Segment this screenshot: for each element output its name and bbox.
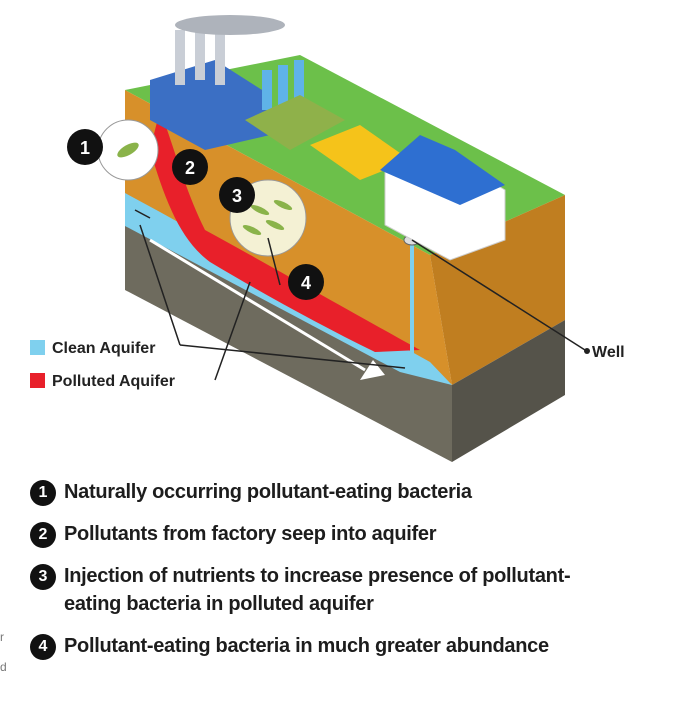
legend-label-polluted: Polluted Aquifer	[52, 373, 175, 390]
svg-text:3: 3	[232, 186, 242, 206]
houses	[380, 135, 506, 261]
edge-text-fragment: r	[0, 630, 4, 644]
badge-4: 4	[288, 264, 324, 300]
smokestack	[215, 30, 225, 85]
well-leader-dot	[584, 348, 590, 354]
svg-text:1: 1	[80, 138, 90, 158]
list-item: 2 Pollutants from factory seep into aqui…	[30, 520, 690, 548]
silo	[262, 70, 272, 110]
item-number: 2	[30, 522, 56, 548]
item-text: Pollutants from factory seep into aquife…	[64, 523, 437, 545]
legend: Clean Aquifer Polluted Aquifer	[30, 340, 175, 390]
house-roof	[380, 135, 505, 205]
badge-3: 3	[219, 177, 255, 213]
leader-lines	[134, 209, 586, 381]
legend-label-clean: Clean Aquifer	[52, 340, 155, 357]
badge-1: 1	[67, 129, 103, 165]
badge-2: 2	[172, 149, 208, 185]
edge-text-fragment: d	[0, 660, 7, 674]
flow-arrow-line	[149, 238, 366, 372]
legend-swatch-polluted	[30, 373, 45, 388]
list-item: 4 Pollutant-eating bacteria in much grea…	[30, 632, 690, 660]
svg-text:2: 2	[185, 158, 195, 178]
item-number: 4	[30, 634, 56, 660]
legend-swatch-clean	[30, 340, 45, 355]
smokestack	[175, 30, 185, 85]
flow-arrow-head	[360, 360, 385, 380]
svg-text:4: 4	[301, 273, 311, 293]
explanation-list: 1 Naturally occurring pollutant-eating b…	[30, 478, 690, 674]
smokestack	[195, 25, 205, 80]
bedrock-right-face	[452, 320, 565, 462]
well-label: Well	[592, 344, 625, 361]
orchard-field	[245, 95, 345, 150]
list-item: 1 Naturally occurring pollutant-eating b…	[30, 478, 690, 506]
bacteria-circle-1	[97, 119, 159, 181]
item-text: Injection of nutrients to increase prese…	[64, 565, 571, 615]
item-number: 3	[30, 564, 56, 590]
item-number: 1	[30, 480, 56, 506]
item-text: Naturally occurring pollutant-eating bac…	[64, 481, 472, 503]
item-text: Pollutant-eating bacteria in much greate…	[64, 635, 549, 657]
list-item: 3 Injection of nutrients to increase pre…	[30, 562, 690, 618]
silo	[294, 60, 304, 100]
smoke-cloud	[175, 15, 285, 35]
silo	[278, 65, 288, 105]
polluted-aquifer-plume	[150, 110, 420, 352]
bedrock-left-face	[125, 215, 452, 462]
factory	[150, 15, 304, 150]
